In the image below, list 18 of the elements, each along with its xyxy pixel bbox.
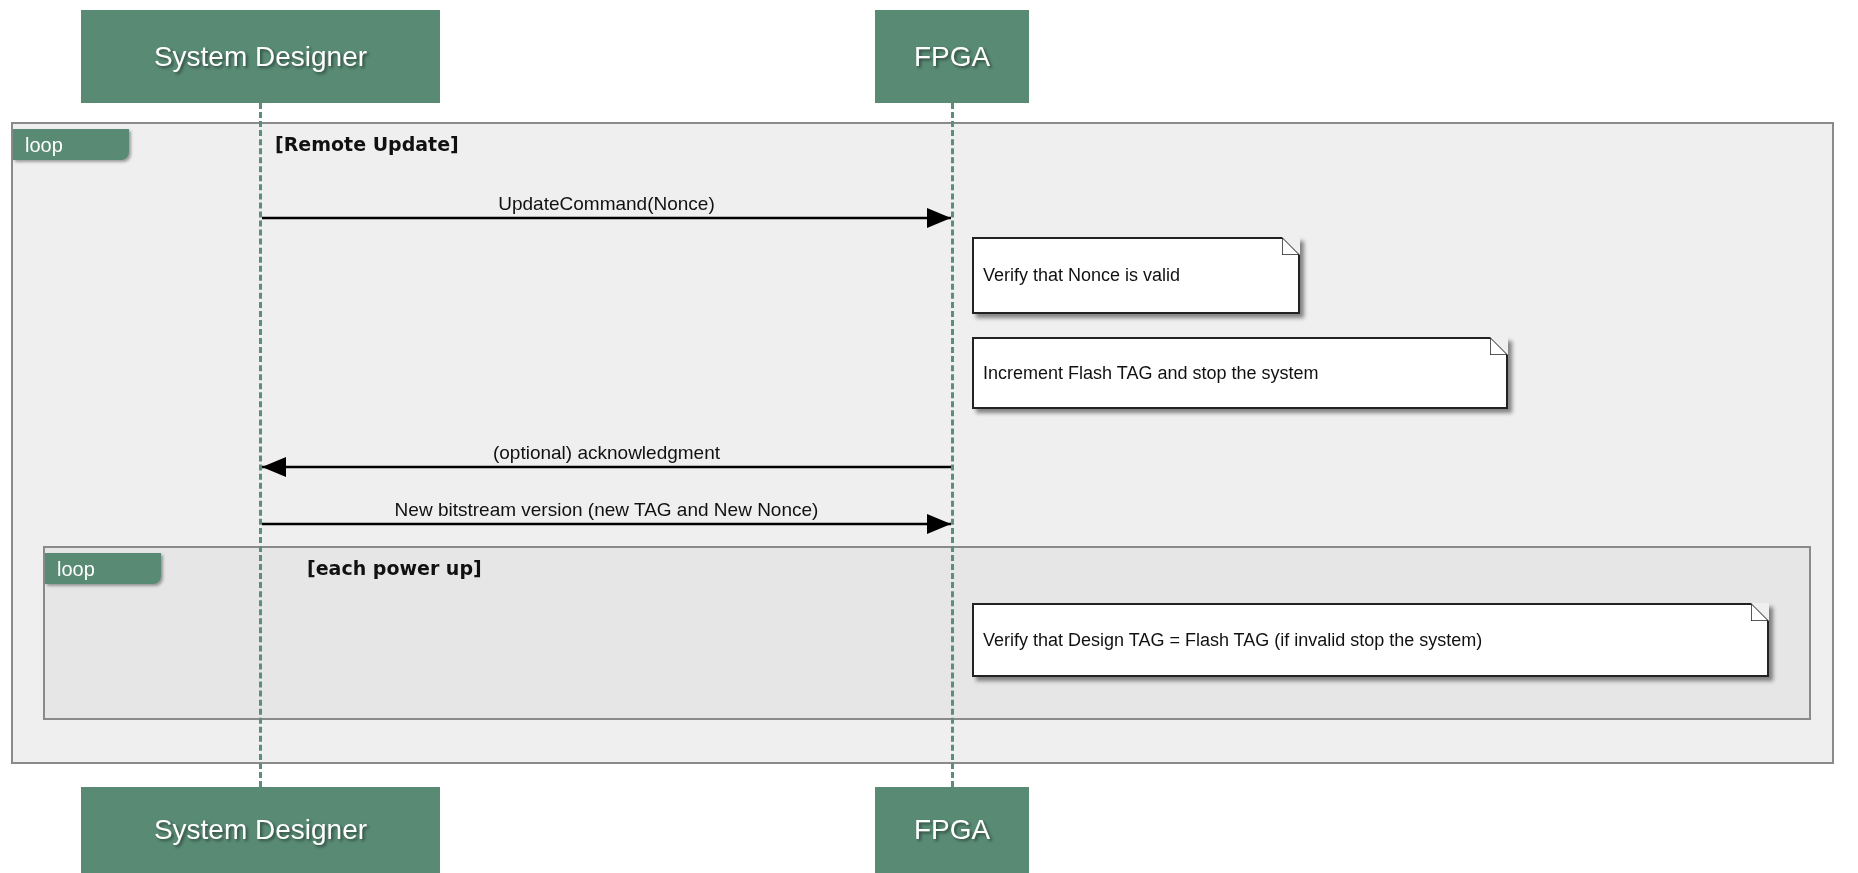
participant-box: FPGA (875, 10, 1029, 103)
participant-box: System Designer (81, 10, 440, 103)
message-arrow (262, 208, 951, 228)
guard-condition: [Remote Update] (275, 132, 459, 157)
note-box: Increment Flash TAG and stop the system (972, 337, 1508, 409)
message-arrow (262, 514, 951, 534)
lifeline (259, 103, 262, 787)
loop-frame (11, 122, 1834, 764)
message-arrow (262, 457, 951, 477)
participant-box: System Designer (81, 787, 440, 873)
loop-tab: loop (13, 129, 129, 160)
loop-frame (43, 546, 1811, 720)
loop-tab: loop (45, 553, 161, 584)
guard-condition: [each power up] (307, 556, 482, 581)
participant-box: FPGA (875, 787, 1029, 873)
note-box: Verify that Design TAG = Flash TAG (if invalid stop the system) (972, 603, 1769, 677)
lifeline (951, 103, 954, 787)
note-box: Verify that Nonce is valid (972, 237, 1300, 314)
